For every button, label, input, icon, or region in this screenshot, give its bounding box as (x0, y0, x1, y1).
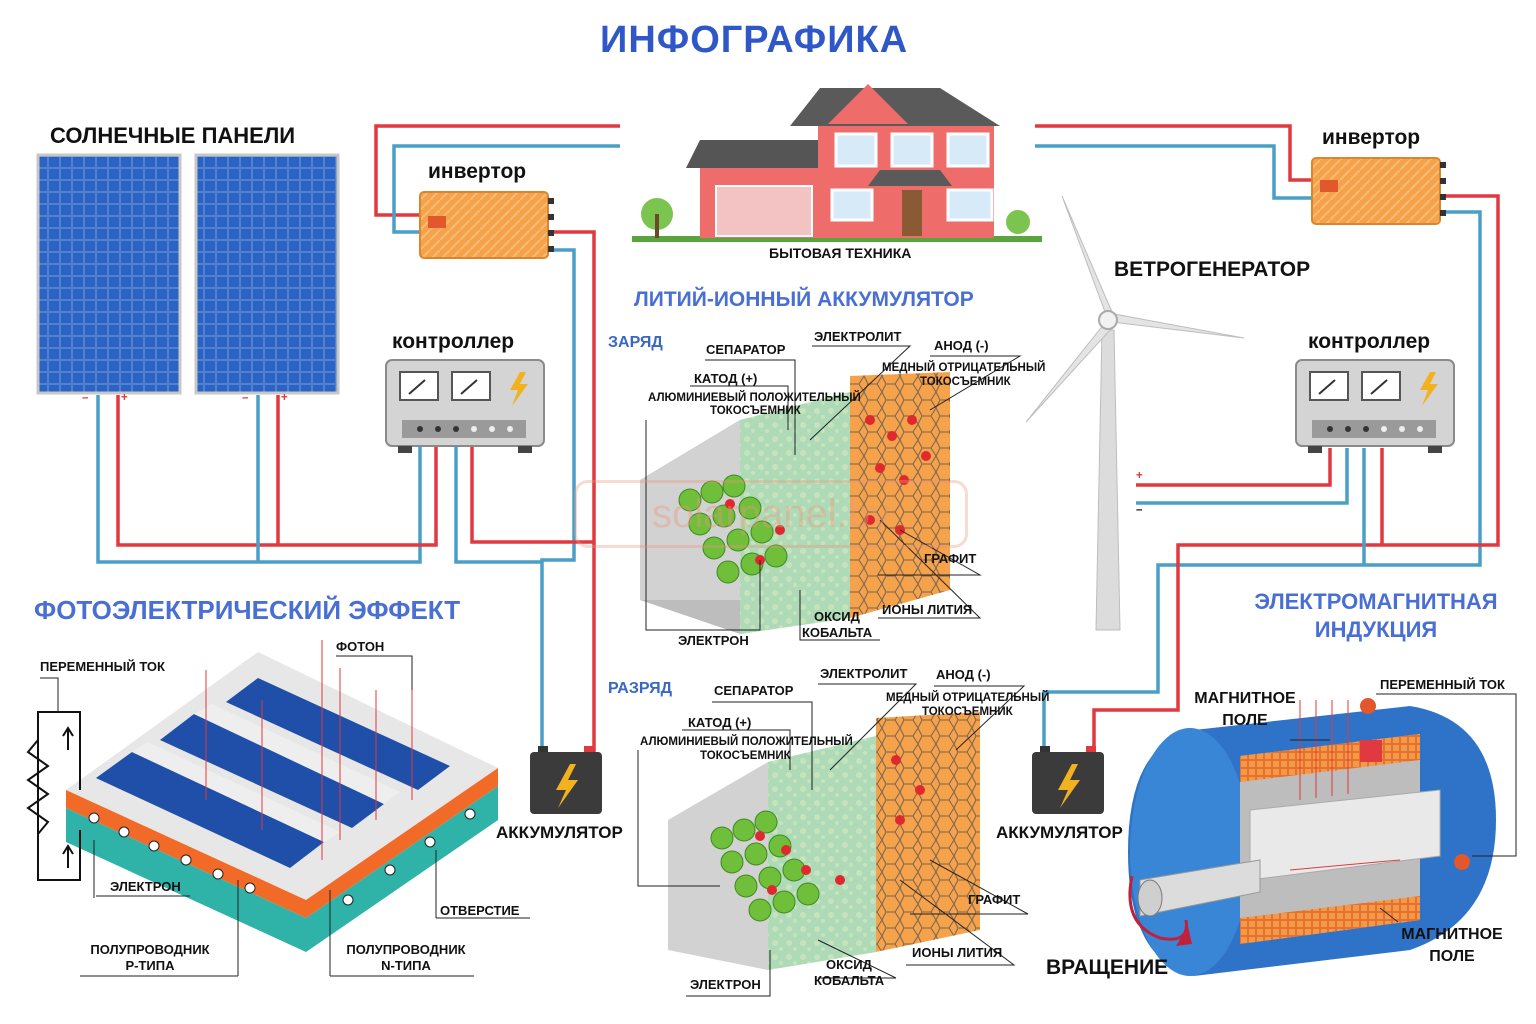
photo-leader-lines (40, 655, 530, 977)
li-ion-title: ЛИТИЙ-ИОННЫЙ АККУМУЛЯТОР (634, 288, 974, 311)
discharge-graphite: ГРАФИТ (968, 892, 1021, 907)
charge-graphite: ГРАФИТ (924, 551, 977, 566)
house-label: БЫТОВАЯ ТЕХНИКА (769, 245, 912, 261)
panel2-minus: – (242, 392, 249, 404)
solar-panel-1 (36, 153, 182, 395)
inverter-left-label: инвертор (428, 160, 527, 183)
charge-alu: АЛЮМИНИЕВЫЙ ПОЛОЖИТЕЛЬНЫЙ (648, 392, 861, 404)
photo-p-type-label1: ПОЛУПРОВОДНИК (90, 942, 210, 957)
wire-blue-house-right (1035, 144, 1312, 200)
battery-right-label: АККУМУЛЯТОР (996, 823, 1123, 842)
photo-p-type-label2: P-ТИПА (125, 958, 175, 973)
em-rotation-label: ВРАЩЕНИЕ (1046, 956, 1169, 979)
panel1-plus: + (121, 392, 128, 404)
wire-red-house-left (374, 124, 620, 217)
discharge-cobalt: КОБАЛЬТА (814, 973, 885, 988)
controller-left-device (385, 359, 545, 453)
photo-ac-label: ПЕРЕМЕННЫЙ ТОК (40, 659, 165, 674)
panel1-minus: – (82, 392, 89, 404)
li-ion-leader-lines (637, 345, 1029, 997)
ac-circuit (26, 711, 81, 881)
charge-copper: МЕДНЫЙ ОТРИЦАТЕЛЬНЫЙ (882, 362, 1046, 374)
discharge-collector-pos: ТОКОСЪЕМНИК (700, 750, 791, 762)
charge-ions: ИОНЫ ЛИТИЯ (882, 602, 973, 617)
solar-panels-title: СОЛНЕЧНЫЕ ПАНЕЛИ (50, 123, 296, 148)
wind-plus: + (1136, 470, 1143, 482)
photo-n-type-label1: ПОЛУПРОВОДНИК (346, 942, 466, 957)
solar-panels (36, 153, 340, 395)
charge-collector-neg: ТОКОСЪЕМНИК (920, 376, 1011, 388)
battery-right-device (1032, 746, 1104, 814)
discharge-oxide: ОКСИД (826, 957, 872, 972)
inverter-right-device (1311, 157, 1446, 225)
li-ion-discharge-block (668, 712, 980, 970)
wire-blue-inverter-controller (540, 248, 576, 760)
charge-title: ЗАРЯД (608, 334, 663, 351)
charge-cobalt: КОБАЛЬТА (802, 625, 873, 640)
wire-blue-house-left (392, 144, 620, 234)
wire-blue-controller-battery (454, 440, 542, 564)
inverter-right-label: инвертор (1322, 126, 1421, 149)
wire-blue-wind (1136, 448, 1349, 505)
em-title-line1: ЭЛЕКТРОМАГНИТНАЯ (1254, 589, 1498, 614)
controller-left-label: контроллер (392, 330, 515, 353)
wire-red-rinv-down (1092, 194, 1500, 752)
discharge-cathode: КАТОД (+) (688, 715, 752, 730)
discharge-anode: АНОД (-) (936, 667, 991, 682)
wind-turbine (1025, 195, 1245, 631)
em-field-top-2: ПОЛЕ (1222, 712, 1268, 729)
em-field-bottom-1: МАГНИТНОЕ (1401, 926, 1503, 943)
house-illustration (632, 84, 1042, 242)
page-title: ИНФОГРАФИКА (600, 19, 909, 61)
charge-collector-pos: ТОКОСЪЕМНИК (710, 405, 801, 417)
li-ion-charge-block (640, 372, 950, 634)
photo-hole-label: ОТВЕРСТИЕ (440, 903, 520, 918)
discharge-alu: АЛЮМИНИЕВЫЙ ПОЛОЖИТЕЛЬНЫЙ (640, 736, 853, 748)
wire-red-house-right (1035, 124, 1312, 182)
wiring (96, 124, 1500, 760)
solar-panel-2 (194, 153, 340, 395)
inverter-left-device (419, 191, 554, 259)
wire-blue-rinv-down (1042, 210, 1482, 752)
discharge-separator: СЕПАРАТОР (714, 683, 794, 698)
wind-minus: – (1136, 504, 1143, 516)
wire-red-controller-battery (470, 440, 594, 544)
em-leader-lines (1290, 693, 1517, 923)
battery-left-label: АККУМУЛЯТОР (496, 823, 623, 842)
em-field-top-1: МАГНИТНОЕ (1194, 690, 1296, 707)
photo-photon-label: ФОТОН (336, 639, 385, 654)
charge-electrolyte: ЭЛЕКТРОЛИТ (814, 329, 902, 344)
controller-right-device (1295, 359, 1455, 453)
charge-electron: ЭЛЕКТРОН (678, 633, 749, 648)
charge-oxide: ОКСИД (814, 609, 860, 624)
charge-anode: АНОД (-) (934, 338, 989, 353)
em-field-bottom-2: ПОЛЕ (1429, 948, 1475, 965)
discharge-electron: ЭЛЕКТРОН (690, 977, 761, 992)
watermark: solarpanel.by (574, 480, 968, 548)
discharge-title: РАЗРЯД (608, 680, 673, 697)
photo-electron-label: ЭЛЕКТРОН (110, 879, 181, 894)
discharge-copper: МЕДНЫЙ ОТРИЦАТЕЛЬНЫЙ (886, 692, 1050, 704)
wire-red-wind (1136, 448, 1332, 487)
wind-label: ВЕТРОГЕНЕРАТОР (1114, 258, 1311, 281)
battery-left-device (530, 746, 602, 814)
photo-n-type-label2: N-ТИПА (381, 958, 431, 973)
charge-separator: СЕПАРАТОР (706, 342, 786, 357)
em-motor (1128, 698, 1496, 976)
discharge-ions: ИОНЫ ЛИТИЯ (912, 945, 1003, 960)
em-ac-label: ПЕРЕМЕННЫЙ ТОК (1380, 677, 1505, 692)
photo-title: ФОТОЭЛЕКТРИЧЕСКИЙ ЭФФЕКТ (34, 595, 461, 625)
discharge-electrolyte: ЭЛЕКТРОЛИТ (820, 666, 908, 681)
photoelectric-cell (66, 640, 498, 952)
panel2-plus: + (281, 392, 288, 404)
controller-right-label: контроллер (1308, 330, 1431, 353)
wire-red-inverter-battery (548, 230, 596, 760)
em-title-line2: ИНДУКЦИЯ (1314, 617, 1438, 642)
discharge-collector-neg: ТОКОСЪЕМНИК (922, 706, 1013, 718)
charge-cathode: КАТОД (+) (694, 371, 758, 386)
